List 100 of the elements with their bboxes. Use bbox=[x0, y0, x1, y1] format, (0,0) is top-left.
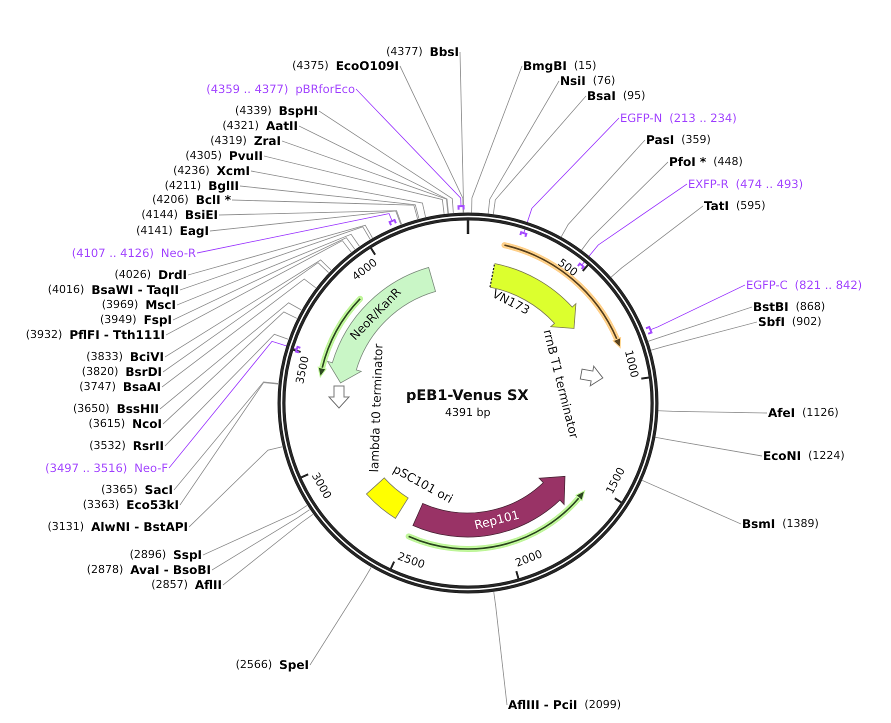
leader-line bbox=[298, 126, 449, 214]
leader-line bbox=[202, 505, 308, 556]
enzyme-name: BmgBI bbox=[523, 58, 567, 74]
enzyme-name: Eco53kI bbox=[126, 497, 179, 513]
scale-number: 1000 bbox=[622, 348, 640, 379]
leader-line bbox=[560, 140, 646, 238]
site-position: (76) bbox=[592, 73, 616, 89]
leader-line bbox=[641, 480, 742, 524]
site-position: (3932) bbox=[26, 327, 62, 343]
primer-site-mark bbox=[294, 345, 302, 354]
site-position: (4016) bbox=[48, 282, 84, 298]
plasmid-name: pEB1-Venus SX bbox=[406, 388, 529, 404]
leader-line bbox=[212, 509, 310, 570]
enzyme-name: ZraI bbox=[254, 133, 281, 149]
scale-number: 3500 bbox=[294, 354, 312, 384]
site-position: (3131) bbox=[48, 519, 84, 535]
enzyme-name: AatII bbox=[266, 118, 298, 134]
leader-line bbox=[168, 340, 298, 468]
leader-line bbox=[488, 80, 560, 214]
site-position: (1389) bbox=[782, 516, 819, 532]
feature-label: Rep101 bbox=[472, 508, 520, 533]
enzyme-name: SbfI bbox=[758, 314, 785, 330]
leader-line bbox=[162, 278, 316, 388]
enzyme-name: BsmI bbox=[742, 516, 776, 532]
site-position: (448) bbox=[713, 154, 743, 170]
site-position: (4206) bbox=[152, 192, 189, 208]
leader-line bbox=[176, 234, 360, 306]
leader-line bbox=[210, 210, 402, 232]
primer-site-mark bbox=[388, 218, 398, 227]
site-position: (15) bbox=[574, 58, 596, 74]
site-position: (4375) bbox=[292, 58, 329, 74]
site-position: (4141) bbox=[136, 223, 173, 239]
leader-line bbox=[232, 200, 418, 220]
enzyme-name: BciVI bbox=[130, 349, 164, 365]
leader-line bbox=[188, 446, 283, 528]
leader-line bbox=[264, 156, 445, 214]
site-position: (1224) bbox=[808, 448, 845, 464]
enzyme-name: TatI bbox=[704, 198, 729, 214]
enzyme-name: BssHII bbox=[116, 401, 159, 417]
sequence-length: 4391 bp bbox=[445, 406, 490, 418]
enzyme-name: DrdI bbox=[158, 267, 187, 283]
leader-line bbox=[164, 334, 288, 446]
leader-line bbox=[471, 66, 522, 213]
site-position: (359) bbox=[681, 132, 711, 148]
leader-line bbox=[240, 186, 420, 220]
primer-name: pBRforEco bbox=[295, 81, 355, 97]
leader-line bbox=[172, 237, 356, 320]
enzyme-name: EagI bbox=[180, 223, 209, 239]
site-position: (4305) bbox=[185, 148, 222, 164]
site-position: (4321) bbox=[222, 118, 259, 134]
primer-range: (213 .. 234) bbox=[669, 110, 737, 126]
primer-range: (474 .. 493) bbox=[736, 176, 804, 192]
leader-line bbox=[647, 306, 752, 342]
enzyme-name: RsrII bbox=[132, 438, 164, 454]
site-position: (1126) bbox=[802, 405, 839, 421]
site-position: (902) bbox=[792, 314, 822, 330]
primer-site-mark bbox=[518, 230, 527, 238]
site-position: (3365) bbox=[101, 482, 138, 498]
leader-line bbox=[318, 110, 454, 214]
scale-number: 2000 bbox=[514, 548, 544, 570]
primer-site-mark bbox=[644, 325, 653, 335]
enzyme-name: EcoO109I bbox=[336, 58, 399, 74]
enzyme-name: BsrDI bbox=[125, 364, 162, 380]
site-position: (3532) bbox=[89, 438, 126, 454]
enzyme-name: SpeI bbox=[279, 657, 309, 673]
leader-line bbox=[493, 591, 508, 706]
leader-line bbox=[160, 302, 302, 410]
leader-line bbox=[164, 259, 332, 358]
leader-line bbox=[162, 311, 298, 424]
scale-number: 500 bbox=[556, 257, 580, 280]
enzyme-name: EcoNI bbox=[763, 448, 802, 464]
enzyme-name: FspI bbox=[144, 312, 172, 328]
site-position: (95) bbox=[622, 88, 646, 104]
leader-line bbox=[356, 88, 462, 207]
leader-line bbox=[657, 410, 768, 414]
enzyme-name: SacI bbox=[144, 482, 173, 498]
enzyme-name: AflII bbox=[194, 577, 222, 593]
enzyme-name: XcmI bbox=[216, 163, 250, 179]
plasmid-ring bbox=[274, 210, 660, 596]
site-position: (3820) bbox=[82, 364, 118, 380]
leader-line bbox=[654, 436, 762, 456]
site-position: (4211) bbox=[164, 178, 202, 194]
primer-range: (821 .. 842) bbox=[794, 277, 862, 293]
enzyme-name: BsiEI bbox=[184, 207, 218, 223]
enzyme-name: BclI * bbox=[196, 193, 231, 208]
leader-line bbox=[188, 224, 373, 276]
site-position: (2099) bbox=[584, 697, 621, 713]
leader-line bbox=[222, 514, 314, 586]
site-position: (4144) bbox=[141, 207, 178, 223]
enzyme-name: MscI bbox=[145, 297, 176, 313]
primer-range: (3497 .. 3516) bbox=[45, 460, 128, 476]
leader-line bbox=[180, 382, 278, 506]
leader-line bbox=[650, 322, 758, 351]
site-position: (868) bbox=[796, 299, 826, 315]
primer-site-mark bbox=[576, 262, 585, 271]
leader-line bbox=[162, 262, 330, 372]
enzyme-name: BspHI bbox=[278, 103, 318, 119]
site-position: (4339) bbox=[235, 103, 272, 119]
site-position: (3615) bbox=[88, 416, 126, 432]
primer-range: (4359 .. 4377) bbox=[206, 81, 288, 97]
